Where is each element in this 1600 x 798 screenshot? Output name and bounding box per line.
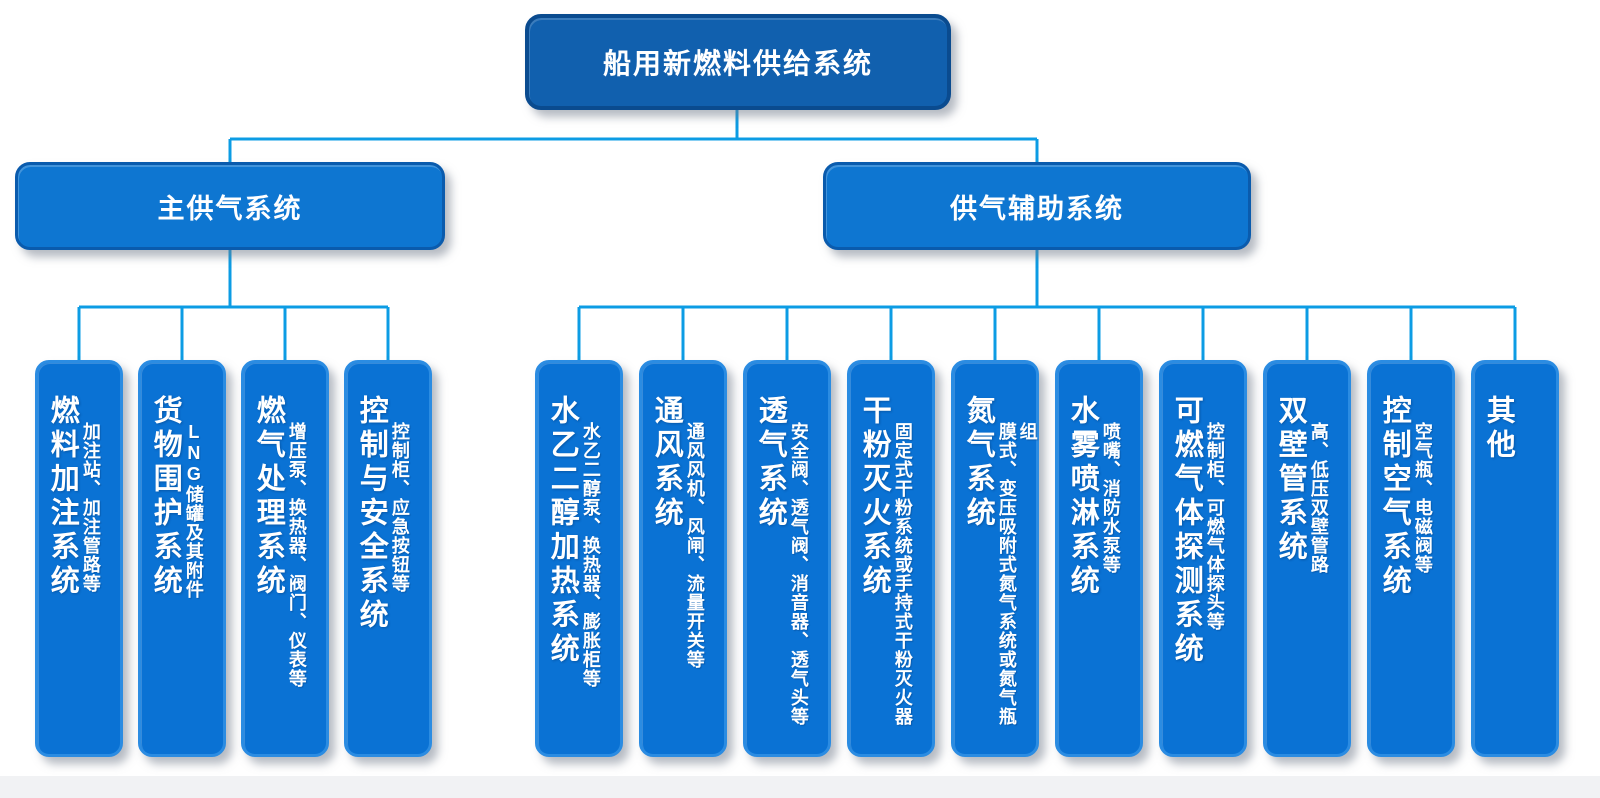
leaf-title: 氮气系统 — [962, 395, 995, 531]
leaf-desc: 通风风机、风闸、流量开关等 — [684, 422, 705, 669]
leaf-node-ventilation: 通风系统 通风风机、风闸、流量开关等 — [639, 360, 727, 757]
leaf-node-nitrogen: 氮气系统 膜式、变压吸附式氮气系统或氮气瓶组 — [951, 360, 1039, 757]
leaf-desc: 控制柜、应急按钮等 — [389, 422, 410, 593]
leaf-desc: 加注站、加注管路等 — [80, 422, 101, 593]
node-root: 船用新燃料供给系统 — [525, 14, 951, 110]
leaf-node-venting: 透气系统 安全阀、透气阀、消音器、透气头等 — [743, 360, 831, 757]
leaf-title: 干粉灭火系统 — [858, 395, 891, 599]
leaf-node-cargo-containment: 货物围护系统 LNG储罐及其附件 — [138, 360, 226, 757]
leaf-desc: 固定式干粉系统或手持式干粉灭火器 — [892, 422, 913, 726]
leaf-node-water-mist: 水雾喷淋系统 喷嘴、消防水泵等 — [1055, 360, 1143, 757]
leaf-node-fuel-bunkering: 燃料加注系统 加注站、加注管路等 — [35, 360, 123, 757]
leaf-desc: 安全阀、透气阀、消音器、透气头等 — [788, 422, 809, 726]
leaf-title: 其他 — [1482, 395, 1515, 463]
leaf-title: 燃料加注系统 — [46, 395, 79, 599]
leaf-title: 燃气处理系统 — [252, 395, 285, 599]
leaf-node-double-wall-pipe: 双壁管系统 高、低压双壁管路 — [1263, 360, 1351, 757]
leaf-desc: 喷嘴、消防水泵等 — [1100, 422, 1121, 574]
node-main-gas-supply: 主供气系统 — [15, 162, 445, 250]
node-aux-gas-supply: 供气辅助系统 — [823, 162, 1251, 250]
leaf-node-water-glycol-heating: 水乙二醇加热系统 水乙二醇泵、换热器、膨胀柜等 — [535, 360, 623, 757]
node-aux-gas-supply-label: 供气辅助系统 — [950, 193, 1124, 224]
leaf-node-dry-powder-fire: 干粉灭火系统 固定式干粉系统或手持式干粉灭火器 — [847, 360, 935, 757]
leaf-title: 货物围护系统 — [149, 395, 182, 599]
leaf-title: 控制与安全系统 — [355, 395, 388, 633]
leaf-desc: 增压泵、换热器、阀门、仪表等 — [286, 422, 307, 688]
leaf-title: 透气系统 — [754, 395, 787, 531]
leaf-desc: 膜式、变压吸附式氮气系统或氮气瓶组 — [996, 422, 1038, 726]
leaf-node-control-safety: 控制与安全系统 控制柜、应急按钮等 — [344, 360, 432, 757]
leaf-title: 双壁管系统 — [1274, 395, 1307, 565]
leaf-node-control-air: 控制空气系统 空气瓶、电磁阀等 — [1367, 360, 1455, 757]
node-root-label: 船用新燃料供给系统 — [602, 48, 873, 79]
leaf-desc: 水乙二醇泵、换热器、膨胀柜等 — [580, 422, 601, 688]
leaf-node-gas-detection: 可燃气体探测系统 控制柜、可燃气体探头等 — [1159, 360, 1247, 757]
leaf-title: 水雾喷淋系统 — [1066, 395, 1099, 599]
leaf-node-others: 其他 — [1471, 360, 1559, 757]
leaf-desc: 控制柜、可燃气体探头等 — [1204, 422, 1225, 631]
leaf-desc: LNG储罐及其附件 — [183, 422, 204, 599]
leaf-desc: 高、低压双壁管路 — [1308, 422, 1329, 574]
leaf-title: 可燃气体探测系统 — [1170, 395, 1203, 667]
leaf-title: 通风系统 — [650, 395, 683, 531]
leaf-node-gas-processing: 燃气处理系统 增压泵、换热器、阀门、仪表等 — [241, 360, 329, 757]
leaf-title: 控制空气系统 — [1378, 395, 1411, 599]
node-main-gas-supply-label: 主供气系统 — [157, 193, 303, 224]
leaf-title: 水乙二醇加热系统 — [546, 395, 579, 667]
leaf-desc: 空气瓶、电磁阀等 — [1412, 422, 1433, 574]
bottom-strip — [0, 776, 1600, 798]
